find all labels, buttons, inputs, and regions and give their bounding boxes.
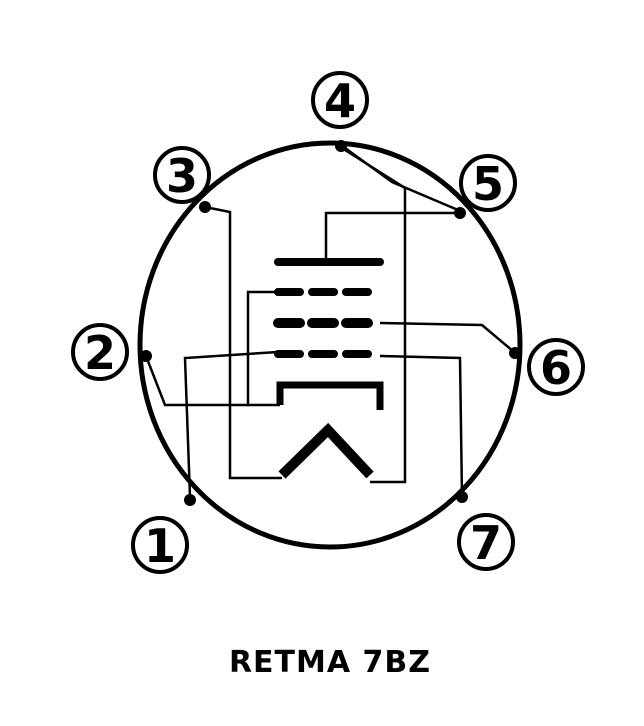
pin-label-2: 2 (84, 326, 116, 380)
pin-label-7: 7 (470, 516, 502, 570)
pin-circle-2 (71, 323, 129, 381)
pin-label-3: 3 (166, 149, 198, 203)
cathode-electrode (276, 381, 384, 410)
pin-label-1: 1 (144, 519, 176, 573)
lead-pin4-frame (344, 148, 407, 484)
lead-pin1-grid (183, 350, 279, 498)
lead-pin2-cathode (144, 355, 280, 407)
pin-dot-2 (140, 350, 152, 362)
pin-dot-7 (456, 491, 468, 503)
lead-pin3-heater (204, 205, 282, 480)
pin-circle-6 (527, 338, 585, 396)
pin-label-6: 6 (540, 341, 572, 395)
pin-dot-1 (184, 494, 196, 506)
diagram-caption: RETMA 7BZ (229, 645, 431, 680)
lead-suppressor (246, 290, 278, 405)
pin-dot-4 (335, 140, 347, 152)
pin-dot-3 (199, 201, 211, 213)
lead-pin5-plate (324, 211, 458, 262)
pin-circle-1 (131, 516, 189, 574)
lead-pin7 (379, 354, 464, 498)
lead-pin6-screen (379, 321, 515, 353)
heater-filament (278, 422, 374, 479)
pin-circle-3 (153, 146, 211, 204)
pin-circle-7 (457, 513, 515, 571)
pin-circle-5 (459, 154, 517, 212)
pin-label-4: 4 (324, 74, 356, 128)
pin-dot-5 (454, 207, 466, 219)
pin-circle-4 (311, 71, 369, 129)
pin-label-5: 5 (472, 157, 504, 211)
pin-dot-6 (509, 347, 521, 359)
tube-envelope (137, 140, 523, 550)
